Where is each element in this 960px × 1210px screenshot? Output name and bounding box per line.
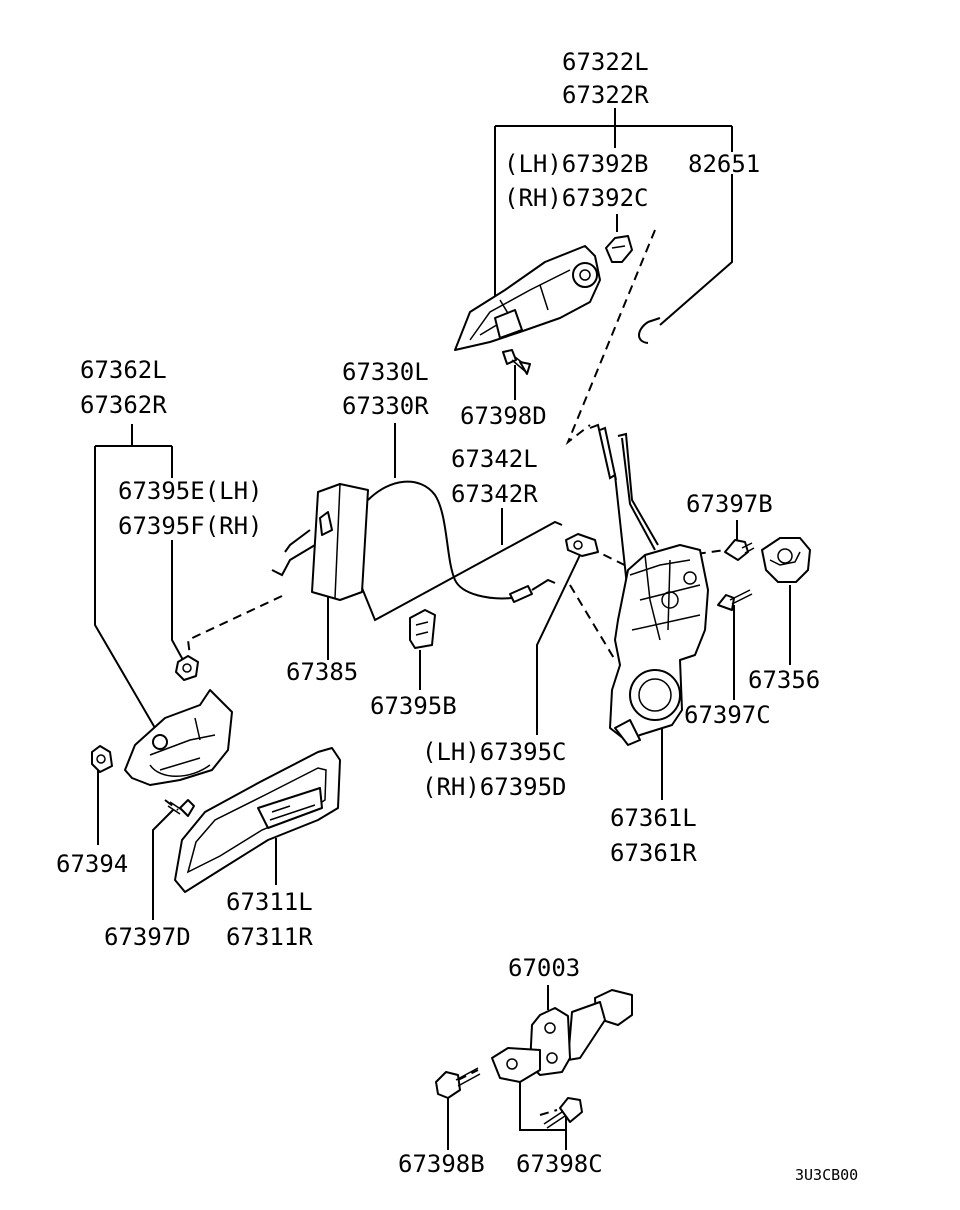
label-67322l: 67322L bbox=[562, 48, 649, 76]
label-67395b: 67395B bbox=[370, 692, 457, 720]
label-67398b: 67398B bbox=[398, 1150, 485, 1178]
handle-clip-part bbox=[605, 235, 633, 263]
label-67397c: 67397C bbox=[684, 701, 771, 729]
label-67362r: 67362R bbox=[80, 391, 167, 419]
label-67330l: 67330L bbox=[342, 358, 429, 386]
screw-67397c-part bbox=[717, 589, 753, 611]
rod-clip-67395e-part bbox=[175, 655, 199, 681]
cable-clip-67395c-part bbox=[565, 533, 599, 557]
latch-bracket-part bbox=[761, 537, 811, 583]
label-67395e: 67395E(LH) bbox=[118, 477, 263, 505]
label-67311l: 67311L bbox=[226, 888, 313, 916]
bolt-67398c-part bbox=[543, 1097, 583, 1129]
label-67311r: 67311R bbox=[226, 923, 313, 951]
part-labels: 67322L 67322R (LH)67392B (RH)67392C 8265… bbox=[56, 48, 858, 1184]
label-67385: 67385 bbox=[286, 658, 358, 686]
label-67330r: 67330R bbox=[342, 392, 429, 420]
label-67342l: 67342L bbox=[451, 445, 538, 473]
label-67395d: (RH)67395D bbox=[422, 773, 567, 801]
label-67362l: 67362L bbox=[80, 356, 167, 384]
bolt-67397b-part bbox=[724, 539, 755, 561]
label-67398d: 67398D bbox=[460, 402, 547, 430]
cable-end-part bbox=[509, 585, 533, 603]
label-67361l: 67361L bbox=[610, 804, 697, 832]
inside-handle-cable-part bbox=[271, 480, 563, 622]
label-67395f: 67395F(RH) bbox=[118, 512, 263, 540]
label-67392c: (RH)67392C bbox=[504, 184, 649, 212]
bolt-67398b-part bbox=[435, 1067, 481, 1099]
inside-handle-part bbox=[124, 689, 233, 786]
label-67392b: (LH)67392B bbox=[504, 150, 649, 178]
label-67003: 67003 bbox=[508, 954, 580, 982]
door-check-part bbox=[491, 989, 633, 1083]
leader-lines bbox=[94, 108, 791, 1150]
outside-handle-part bbox=[454, 245, 601, 351]
label-82651: 82651 bbox=[688, 150, 760, 178]
retainer-67394-part bbox=[91, 745, 113, 773]
lock-rods-part bbox=[589, 423, 659, 596]
label-67395c: (LH)67395C bbox=[422, 738, 567, 766]
label-67397d: 67397D bbox=[104, 923, 191, 951]
label-67342r: 67342R bbox=[451, 480, 538, 508]
handle-escutcheon-part bbox=[174, 747, 341, 893]
label-67398c: 67398C bbox=[516, 1150, 603, 1178]
cable-clip-67395b-part bbox=[409, 609, 436, 649]
screw-67397d-part bbox=[167, 799, 195, 817]
spring-clip-part bbox=[638, 317, 661, 344]
label-67356: 67356 bbox=[748, 666, 820, 694]
label-67361r: 67361R bbox=[610, 839, 697, 867]
diagram-code: 3U3CB00 bbox=[795, 1166, 858, 1184]
door-latch-part bbox=[609, 544, 709, 746]
label-67394: 67394 bbox=[56, 850, 128, 878]
label-67397b: 67397B bbox=[686, 490, 773, 518]
screw-67398d-part bbox=[502, 349, 531, 375]
label-67322r: 67322R bbox=[562, 81, 649, 109]
